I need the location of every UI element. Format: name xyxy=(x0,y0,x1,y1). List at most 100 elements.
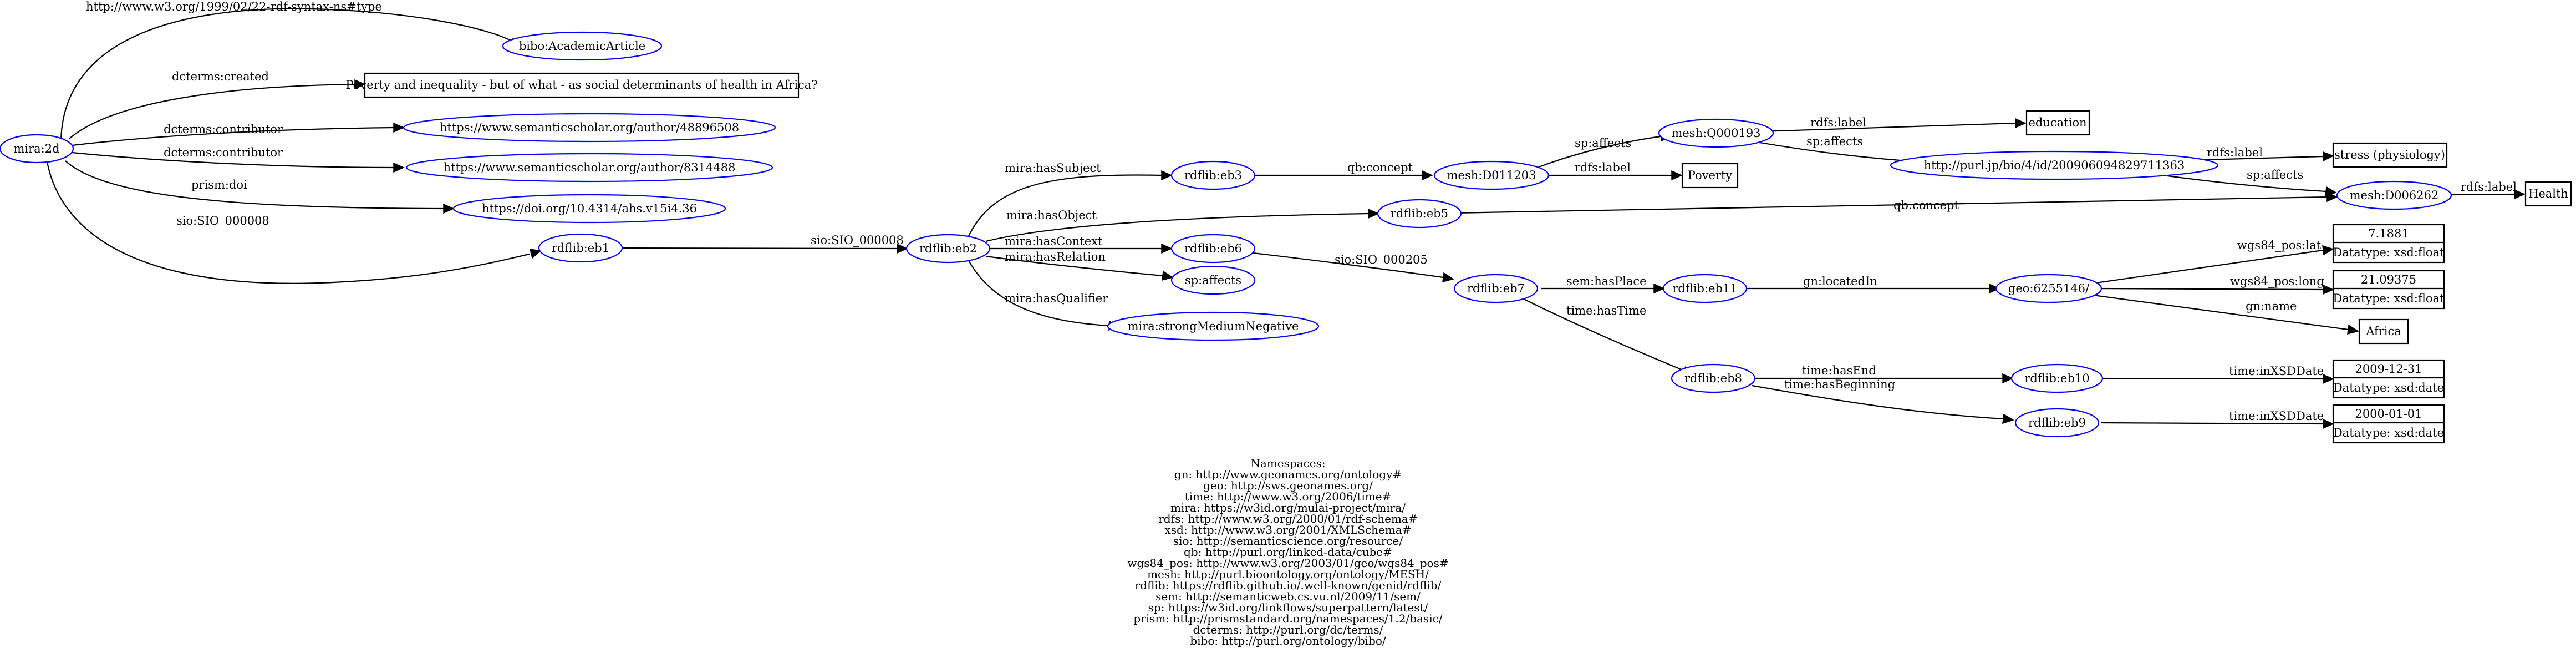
edge-label-prism-doi: prism:doi xyxy=(191,178,247,191)
node-end-date-literal[interactable]: 2009-12-31 Datatype: xsd:date xyxy=(2332,359,2445,399)
node-lat-literal[interactable]: 7.1881 Datatype: xsd:float xyxy=(2332,224,2445,264)
edge-rdf-type: http://www.w3.org/1999/02/22-rdf-syntax-… xyxy=(60,0,526,144)
node-health-literal[interactable]: Health xyxy=(2524,181,2572,207)
edge-wgs84-long: wgs84_pos:long xyxy=(2098,275,2334,295)
node-purl[interactable]: http://purl.jp/bio/4/id/2009060948297113… xyxy=(1890,150,2219,180)
node-rdflib-eb6[interactable]: rdflib:eb6 xyxy=(1170,234,1256,264)
node-poverty-literal[interactable]: Poverty xyxy=(1681,163,1739,189)
edge-label-sp-affects-3: sp:affects xyxy=(2247,168,2303,181)
node-label-rdflib-eb10: rdflib:eb10 xyxy=(2024,372,2089,385)
edge-label-gn-name: gn:name xyxy=(2246,300,2297,313)
edge-has-subject: mira:hasSubject xyxy=(966,161,1173,239)
node-education-literal[interactable]: education xyxy=(2025,110,2090,136)
nodes: mira:2d bibo:AcademicArticle Poverty and… xyxy=(0,31,2572,444)
edge-label-rdfs-label-health: rdfs:label xyxy=(2461,180,2517,194)
node-label-rdflib-eb5: rdflib:eb5 xyxy=(1391,207,1448,220)
node-doi[interactable]: https://doi.org/10.4314/ahs.v15i4.36 xyxy=(452,194,726,224)
node-label-health: Health xyxy=(2528,187,2568,200)
edge-dcterms-created: dcterms:created xyxy=(69,70,366,139)
edge-rdfs-label-education: rdfs:label xyxy=(1760,116,2027,133)
edge-time-in-xsd-1: time:inXSDDate xyxy=(2101,365,2334,384)
node-label-bibo-academic-article: bibo:AcademicArticle xyxy=(519,39,645,53)
node-mesh-q000193[interactable]: mesh:Q000193 xyxy=(1658,118,1774,148)
node-title-literal[interactable]: Poverty and inequality - but of what - a… xyxy=(345,72,818,98)
edge-sio-eb1: sio:SIO_000008 xyxy=(46,161,542,284)
node-rdflib-eb5[interactable]: rdflib:eb5 xyxy=(1377,199,1462,229)
edge-time-has-time: time:hasTime xyxy=(1519,296,1694,376)
node-mesh-d011203[interactable]: mesh:D011203 xyxy=(1433,160,1550,190)
node-label-africa: Africa xyxy=(2365,325,2401,338)
node-rdflib-eb8[interactable]: rdflib:eb8 xyxy=(1671,363,1756,393)
edge-label-sp-affects-1: sp:affects xyxy=(1575,136,1631,150)
node-label-mesh-d011203: mesh:D011203 xyxy=(1447,169,1536,182)
edge-label-has-relation: mira:hasRelation xyxy=(1005,250,1106,264)
edge-label-dcterms-contributor-2: dcterms:contributor xyxy=(164,146,283,159)
edge-label-dcterms-created: dcterms:created xyxy=(172,70,269,83)
edge-label-rdfs-label-stress: rdfs:label xyxy=(2207,146,2263,159)
node-label-stress: stress (physiology) xyxy=(2334,148,2445,161)
edge-dcterms-contributor-1: dcterms:contributor xyxy=(72,122,405,146)
edge-has-object: mira:hasObject xyxy=(985,208,1379,242)
node-label-long-type: Datatype: xsd:float xyxy=(2333,292,2445,305)
node-label-geo: geo:6255146/ xyxy=(2008,282,2090,295)
edge-label-has-object: mira:hasObject xyxy=(1006,209,1097,222)
node-africa-literal[interactable]: Africa xyxy=(2358,318,2409,345)
node-author-1[interactable]: https://www.semanticscholar.org/author/4… xyxy=(403,113,776,143)
edge-has-relation: mira:hasRelation xyxy=(985,250,1174,281)
edge-gn-name: gn:name xyxy=(2093,294,2359,335)
edge-label-gn-located-in: gn:locatedIn xyxy=(1803,275,1877,288)
namespace-line: qb: http://purl.org/linked-data/cube# xyxy=(1184,545,1392,559)
edge-prism-doi: prism:doi xyxy=(65,160,455,214)
node-rdflib-eb1[interactable]: rdflib:eb1 xyxy=(538,233,623,263)
namespace-line: bibo: http://purl.org/ontology/bibo/ xyxy=(1190,634,1386,647)
edge-label-rdf-type: http://www.w3.org/1999/02/22-rdf-syntax-… xyxy=(86,0,382,13)
node-stress-literal[interactable]: stress (physiology) xyxy=(2332,142,2448,168)
namespaces-heading: Namespaces: xyxy=(1250,457,1325,470)
edge-sem-has-place: sem:hasPlace xyxy=(1541,275,1665,294)
namespace-line: time: http://www.w3.org/2006/time# xyxy=(1185,490,1392,503)
node-rdflib-eb10[interactable]: rdflib:eb10 xyxy=(2010,363,2104,393)
edge-label-time-in-xsd-2: time:inXSDDate xyxy=(2229,409,2324,423)
node-label-end-type: Datatype: xsd:date xyxy=(2333,381,2444,394)
node-rdflib-eb9[interactable]: rdflib:eb9 xyxy=(2014,408,2100,438)
edge-label-qb-concept-1: qb:concept xyxy=(1347,161,1413,174)
node-label-rdflib-eb9: rdflib:eb9 xyxy=(2028,416,2086,429)
namespaces-legend: Namespaces: gn: http://www.geonames.org/… xyxy=(1127,457,1448,647)
node-mesh-d006262[interactable]: mesh:D006262 xyxy=(2336,180,2452,210)
node-strong-medium-negative[interactable]: mira:strongMediumNegative xyxy=(1107,311,1320,341)
node-label-lat-type: Datatype: xsd:float xyxy=(2333,246,2445,259)
edge-label-sem-has-place: sem:hasPlace xyxy=(1566,275,1647,288)
node-begin-date-literal[interactable]: 2000-01-01 Datatype: xsd:date xyxy=(2332,404,2445,444)
namespace-line: wgs84_pos: http://www.w3.org/2003/01/geo… xyxy=(1127,556,1448,570)
node-bibo-academic-article[interactable]: bibo:AcademicArticle xyxy=(502,31,663,61)
edge-label-dcterms-contributor-1: dcterms:contributor xyxy=(164,123,283,136)
node-author-2[interactable]: https://www.semanticscholar.org/author/8… xyxy=(405,153,773,183)
namespace-line: rdfs: http://www.w3.org/2000/01/rdf-sche… xyxy=(1158,512,1417,525)
edge-rdfs-label-health: rdfs:label xyxy=(2450,180,2526,200)
node-label-end-value: 2009-12-31 xyxy=(2355,362,2422,376)
node-long-literal[interactable]: 21.09375 Datatype: xsd:float xyxy=(2332,270,2445,310)
edge-qb-concept-2: qb:concept xyxy=(1422,191,2338,215)
node-label-rdflib-eb11: rdflib:eb11 xyxy=(1672,282,1737,295)
node-rdflib-eb2[interactable]: rdflib:eb2 xyxy=(905,234,991,264)
node-label-title: Poverty and inequality - but of what - a… xyxy=(345,78,817,92)
edge-rdfs-label-poverty: rdfs:label xyxy=(1539,161,1683,181)
node-rdflib-eb7[interactable]: rdflib:eb7 xyxy=(1453,274,1539,303)
edge-label-has-context: mira:hasContext xyxy=(1005,235,1103,248)
node-label-purl: http://purl.jp/bio/4/id/2009060948297113… xyxy=(1924,159,2185,172)
edge-has-context: mira:hasContext xyxy=(990,235,1173,254)
node-mira-2d[interactable]: mira:2d xyxy=(0,134,74,164)
node-label-doi: https://doi.org/10.4314/ahs.v15i4.36 xyxy=(482,202,697,215)
node-label-mesh-d006262: mesh:D006262 xyxy=(2350,189,2439,202)
node-label-long-value: 21.09375 xyxy=(2361,273,2416,286)
node-label-mesh-q000193: mesh:Q000193 xyxy=(1671,126,1760,140)
node-sp-affects[interactable]: sp:affects xyxy=(1170,265,1256,295)
node-rdflib-eb11[interactable]: rdflib:eb11 xyxy=(1662,274,1748,303)
namespace-line: rdflib: https://rdflib.github.io/.well-k… xyxy=(1135,579,1442,592)
node-label-author-1: https://www.semanticscholar.org/author/4… xyxy=(440,121,739,134)
edge-label-rdfs-label-poverty: rdfs:label xyxy=(1575,161,1631,174)
node-rdflib-eb3[interactable]: rdflib:eb3 xyxy=(1170,160,1256,190)
node-geo[interactable]: geo:6255146/ xyxy=(1995,274,2102,303)
edge-has-qualifier: mira:hasQualifier xyxy=(967,258,1120,331)
